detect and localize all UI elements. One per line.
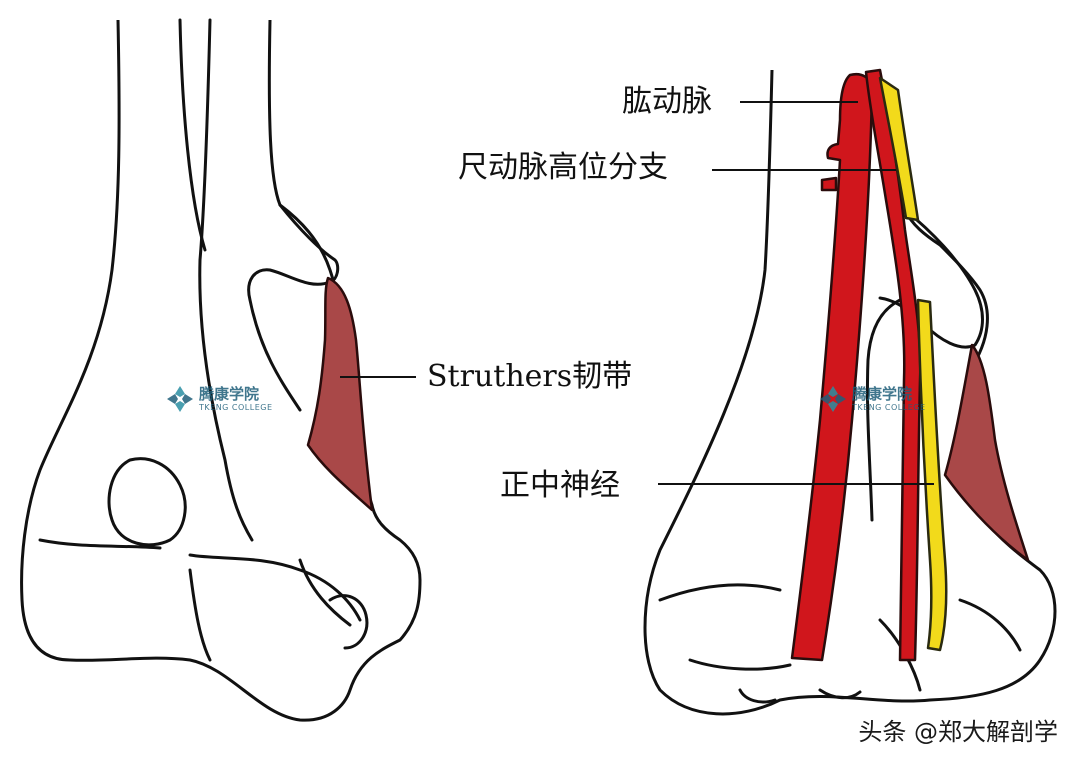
label-struthers-ligament: Struthers韧带 (427, 359, 633, 394)
label-high-ulnar-branch: 尺动脉高位分支 (458, 150, 668, 185)
college-logo-icon (167, 386, 193, 412)
right-shaft-line (865, 298, 902, 522)
watermark-english: TKENG COLLEGE (199, 402, 273, 412)
median-nerve-lower (916, 298, 948, 652)
watermark-name: 腾康学院 (852, 384, 913, 403)
right-olecranon (738, 688, 862, 704)
left-shaft-line (198, 18, 254, 542)
left-shaft-line-2 (178, 18, 207, 252)
left-condyle-lines (38, 538, 362, 662)
watermark-english: TKENG COLLEGE (852, 402, 926, 412)
ulnar-high-branch (864, 68, 922, 662)
struthers-ligament (306, 276, 374, 512)
label-median-nerve: 正中神经 (500, 468, 620, 503)
source-credit: 头条 @郑大解剖学 (858, 718, 1058, 746)
watermark-right: 腾康学院 TKENG COLLEGE (818, 384, 926, 414)
watermark-left: 腾康学院 TKENG COLLEGE (165, 384, 273, 414)
left-humerus-body (20, 19, 422, 722)
right-humerus (643, 68, 1057, 716)
left-humerus (20, 18, 422, 722)
college-logo-icon (820, 386, 846, 412)
label-brachial-artery: 肱动脉 (622, 84, 712, 119)
left-capitulum (328, 594, 369, 650)
median-nerve (878, 76, 920, 222)
watermark-name: 腾康学院 (199, 384, 260, 403)
artery-side-notch (820, 176, 838, 192)
right-ligament (943, 343, 1030, 562)
brachial-artery (790, 73, 874, 662)
right-condyle-lines (658, 583, 1022, 692)
left-epicondyle-ridge (247, 203, 340, 412)
left-trochlea (107, 457, 187, 547)
